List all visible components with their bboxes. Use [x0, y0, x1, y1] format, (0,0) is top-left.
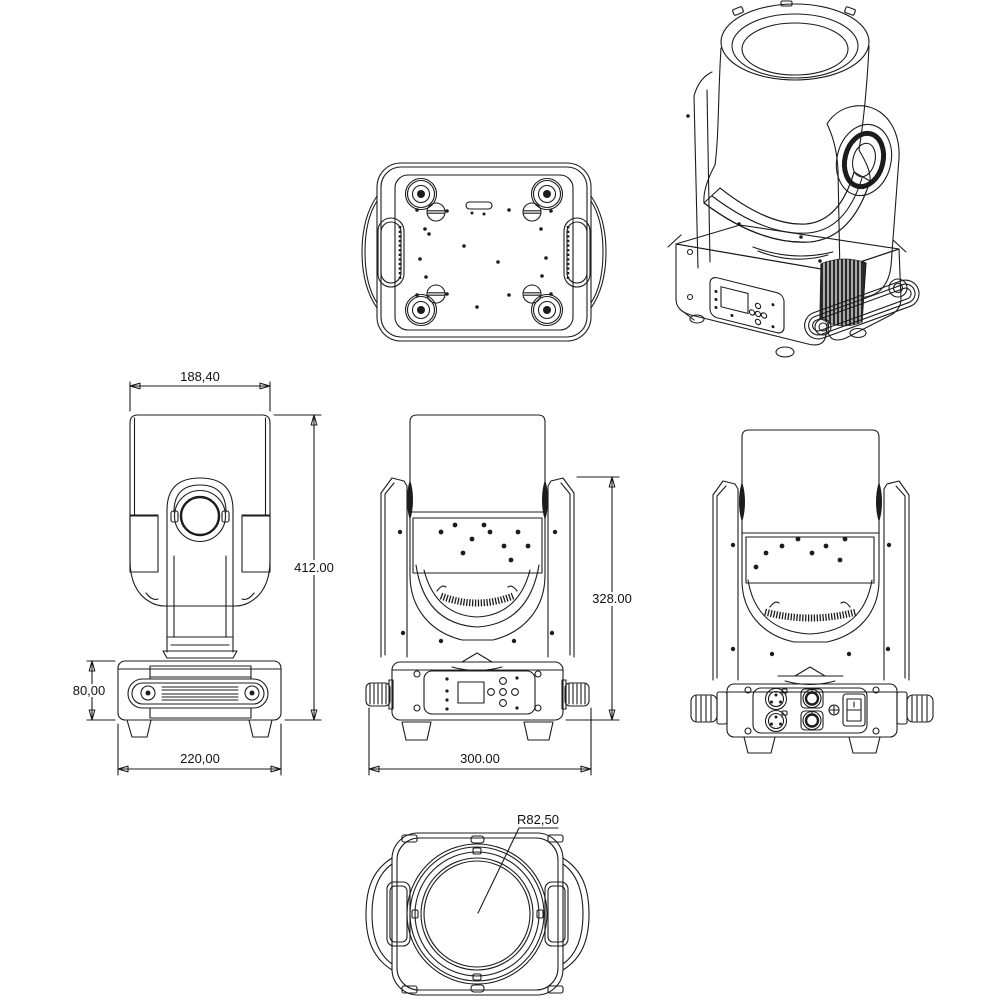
- powercon-connector-icon: [800, 688, 824, 709]
- carry-handle: [804, 278, 920, 340]
- connector-panel: [752, 687, 868, 734]
- yoke-cap-right: [544, 881, 569, 947]
- chassis-outline: [376, 162, 592, 342]
- base-box: [667, 222, 907, 346]
- ground-screw-icon: [828, 704, 840, 716]
- rubber-feet: [404, 177, 564, 327]
- head-outline: [391, 832, 564, 996]
- handle-knob-right: [896, 691, 934, 725]
- left-bulge: [361, 195, 378, 309]
- dim-label-base-depth: 220,00: [180, 751, 220, 766]
- foot: [248, 719, 273, 738]
- right-bulge: [562, 857, 590, 971]
- side-handle: [127, 678, 269, 709]
- head-outline: [741, 429, 880, 643]
- grille-dark-holes: [438, 522, 531, 563]
- pan-bearing: [173, 489, 227, 543]
- rear-view: [690, 429, 934, 754]
- left-yoke-arm: [686, 71, 713, 269]
- lcd-screen: [720, 286, 749, 315]
- foot: [401, 721, 432, 741]
- xlr-connector-icon: [764, 709, 788, 733]
- handle-knob-left: [365, 679, 394, 710]
- ribbed-drum: [819, 258, 867, 327]
- control-panel: [423, 670, 536, 715]
- grille-dark-holes: [753, 536, 848, 570]
- head-outline: [409, 414, 546, 641]
- dimension-lens-radius: R82,50: [477, 812, 559, 914]
- base-rear: [690, 683, 934, 754]
- yoke-arm: [162, 477, 238, 659]
- dimension-base-width: 300.00: [368, 707, 592, 776]
- foot: [126, 719, 152, 738]
- lens-opening: [720, 3, 870, 81]
- base-front: [365, 661, 590, 741]
- side-view: 188,40 412.00 80,00 220,00: [68, 369, 336, 776]
- foot: [848, 736, 881, 754]
- handle-knob-right: [561, 679, 590, 710]
- dim-label-body-height: 328.00: [592, 591, 632, 606]
- base-side: [117, 660, 282, 738]
- yoke-arm-left: [712, 480, 739, 681]
- feet: [689, 314, 867, 358]
- dim-label-head-width: 188,40: [180, 369, 220, 384]
- side-grille-right: [241, 515, 271, 573]
- dim-label-total-height: 412.00: [294, 560, 334, 575]
- right-bulge: [590, 195, 607, 309]
- right-yoke-arm: [826, 105, 900, 299]
- head-outline: [129, 414, 271, 607]
- dimension-body-height: 328.00: [565, 476, 635, 721]
- mount-slot: [465, 201, 493, 210]
- foot: [743, 736, 776, 754]
- front-grille: [412, 517, 543, 574]
- yoke-arm-left: [380, 477, 408, 658]
- foot: [523, 721, 554, 741]
- left-bulge: [365, 857, 393, 971]
- lens: [406, 843, 548, 985]
- menu-buttons: [487, 677, 519, 707]
- lcd-screen: [457, 681, 485, 704]
- yoke-arm-right: [883, 480, 910, 681]
- rear-grille: [745, 536, 875, 584]
- screw-holes: [415, 208, 553, 309]
- lens-top-view: R82,50: [365, 812, 590, 996]
- side-grille-left: [129, 515, 159, 573]
- front-view: 328.00 300.00: [365, 414, 635, 776]
- xlr-connector-icon: [764, 687, 788, 711]
- dimension-base-height: 80,00: [68, 660, 116, 721]
- powercon-connector-icon: [800, 710, 824, 731]
- isometric-view: [667, 0, 920, 358]
- base-plate: [394, 174, 574, 331]
- head-cylinder: [703, 0, 871, 243]
- right-grip: [563, 217, 591, 288]
- lens-edge: [764, 608, 857, 622]
- left-grip: [377, 217, 405, 288]
- display-panel: [709, 276, 785, 334]
- slotted-screws: [426, 202, 542, 304]
- dimension-total-height: 412.00: [273, 414, 336, 721]
- dim-label-base-height: 80,00: [73, 683, 106, 698]
- dimension-head-width: 188,40: [129, 369, 271, 412]
- lens-edge: [439, 592, 515, 607]
- dim-label-base-width: 300.00: [460, 751, 500, 766]
- power-switch: [842, 693, 866, 727]
- handle-knob-left: [690, 691, 728, 725]
- dimension-base-depth: 220,00: [117, 723, 282, 776]
- bottom-view: [361, 162, 607, 342]
- dim-label-lens-radius: R82,50: [517, 812, 559, 827]
- yoke-arm-right: [547, 477, 575, 658]
